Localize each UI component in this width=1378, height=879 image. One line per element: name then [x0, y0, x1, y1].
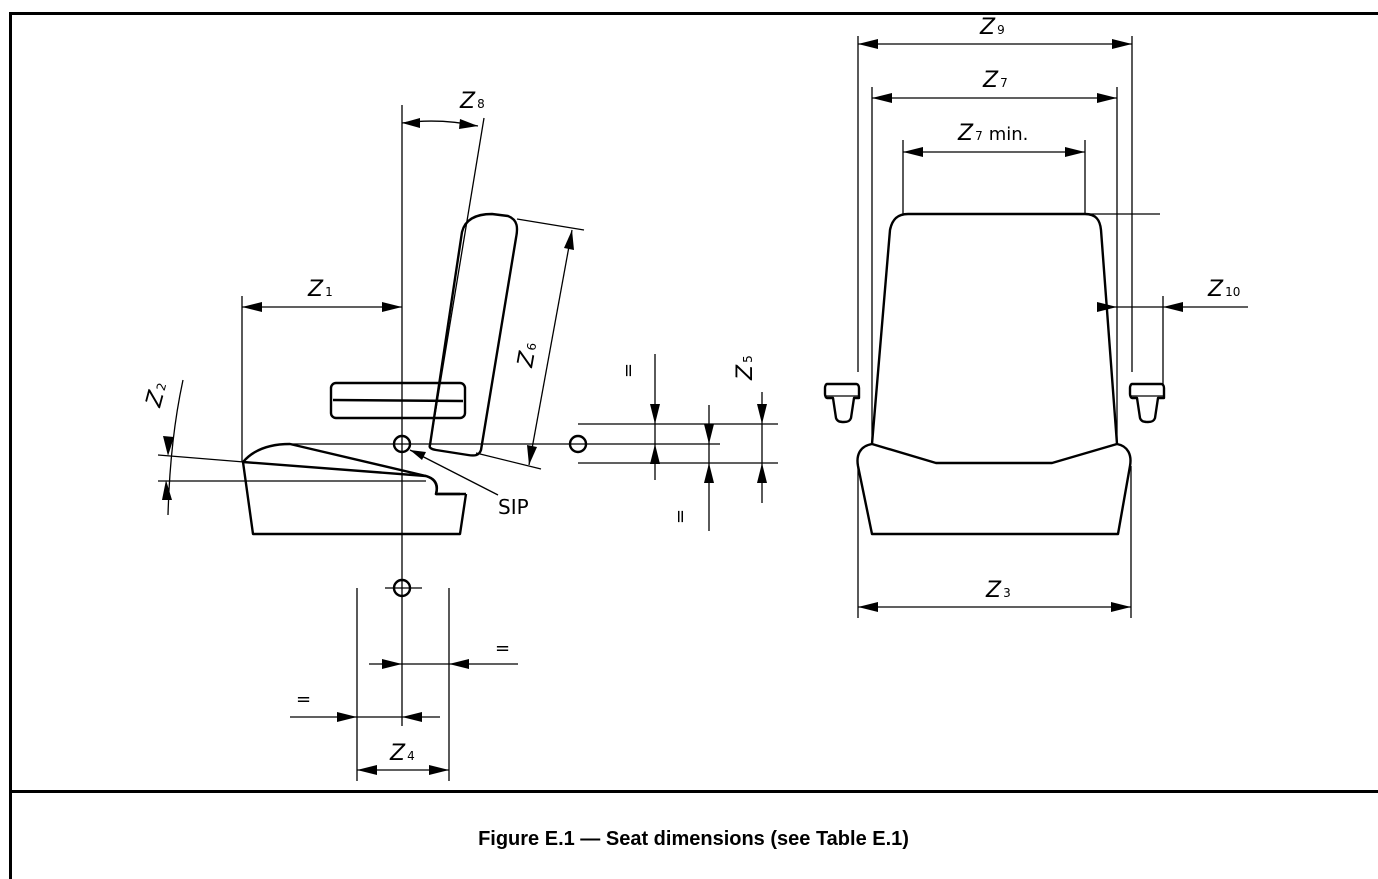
- svg-text:Z5: Z5: [733, 355, 758, 381]
- equal-mark-left: =: [296, 689, 311, 710]
- backrest-side: [428, 212, 519, 457]
- svg-text:Z6: Z6: [513, 340, 542, 370]
- caption-divider: [9, 790, 1378, 793]
- armrest-side: [329, 381, 467, 420]
- equal-mark-right: =: [495, 638, 510, 659]
- equal-mark-upper: =: [618, 363, 639, 378]
- z6-label: Z6: [513, 340, 542, 370]
- z5-label: Z5: [733, 355, 758, 381]
- svg-text:Z3: Z3: [985, 578, 1011, 603]
- backrest-front: [870, 212, 1119, 445]
- seat-cushion-side: [241, 442, 468, 536]
- svg-text:Z2: Z2: [141, 379, 172, 410]
- svg-text:Z4: Z4: [389, 741, 415, 766]
- svg-text:Z1: Z1: [307, 277, 333, 302]
- seat-cushion-top: [242, 460, 466, 496]
- svg-text:Z10: Z10: [1207, 277, 1240, 302]
- figure-frame: [9, 12, 1378, 879]
- seat-cushion-front: [856, 442, 1132, 536]
- adjustment-reference-point: [568, 434, 588, 454]
- sip-label: SIP: [498, 495, 529, 519]
- z2-label: Z2: [141, 379, 172, 410]
- svg-text:Z9: Z9: [979, 15, 1005, 40]
- equal-mark-lower: =: [670, 509, 691, 524]
- svg-text:Z7: Z7: [982, 68, 1008, 93]
- figure-caption: Figure E.1 — Seat dimensions (see Table …: [478, 828, 909, 850]
- armrest-front-right: [1128, 382, 1166, 424]
- svg-text:Z8: Z8: [459, 89, 485, 114]
- armrest-front-left: [823, 382, 861, 424]
